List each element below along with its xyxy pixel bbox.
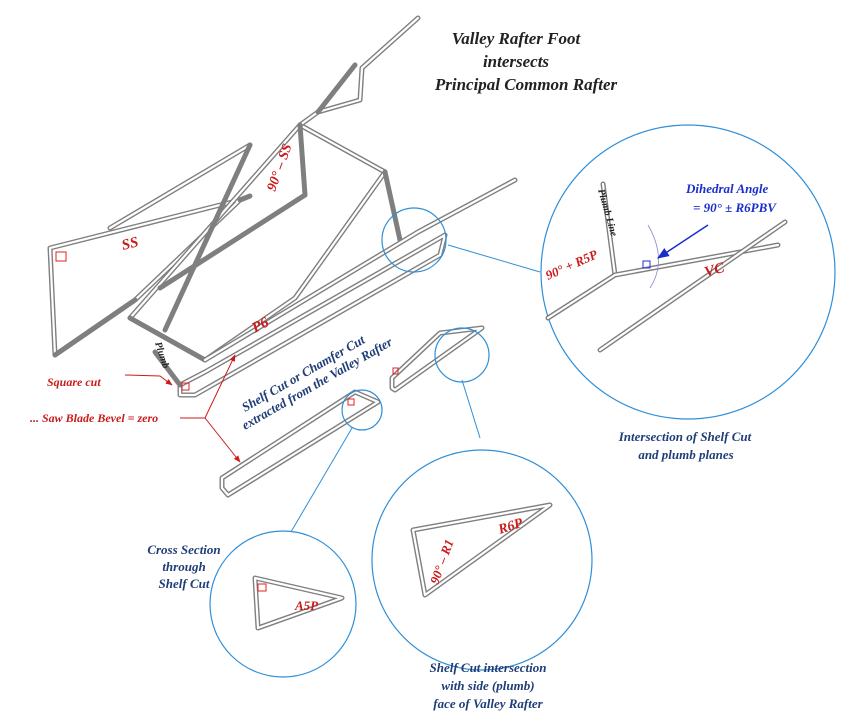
leader-line-dihedral bbox=[447, 244, 541, 273]
callout-small-dihedral bbox=[381, 207, 447, 273]
label-vc: VC bbox=[703, 260, 728, 281]
label-ninety-ss: 90° – SS bbox=[265, 142, 296, 194]
right-angle-mark-dihedral bbox=[642, 260, 651, 269]
label-dihedral-1: Dihedral Angle bbox=[685, 181, 768, 196]
label-intersection-2: and plumb planes bbox=[638, 447, 733, 462]
right-angle-mark-cross-section bbox=[257, 583, 267, 592]
label-ss: SS bbox=[120, 234, 140, 254]
label-square-cut: Square cut bbox=[47, 375, 101, 389]
title-line-1: Valley Rafter Foot bbox=[452, 29, 582, 48]
callout-small-cross-section bbox=[341, 389, 383, 431]
shelf-cut-piece bbox=[389, 325, 485, 393]
label-p6: P6 bbox=[249, 314, 272, 336]
leader-line-shelf-intersection bbox=[461, 379, 481, 439]
label-saw-blade: ... Saw Blade Bevel = zero bbox=[30, 411, 158, 425]
title-line-2: intersects bbox=[483, 52, 549, 71]
left-rafter-panel bbox=[47, 193, 253, 358]
square-cut-arrows bbox=[124, 354, 241, 463]
callout-dihedral-angle bbox=[540, 124, 836, 420]
label-shelf-int-1: Shelf Cut intersection bbox=[429, 660, 546, 675]
right-angle-mark-plumb bbox=[181, 382, 190, 391]
right-angle-mark-ss bbox=[55, 251, 67, 262]
leader-line-cross-section bbox=[287, 427, 353, 538]
callout-cross-section bbox=[209, 530, 357, 678]
title-block: Valley Rafter Foot intersects Principal … bbox=[434, 29, 618, 94]
label-dihedral-2: = 90° ± R6PBV bbox=[693, 200, 777, 215]
shelf-cut-bar bbox=[219, 389, 381, 498]
valley-rafter-foot bbox=[152, 232, 448, 398]
label-intersection-1: Intersection of Shelf Cut bbox=[618, 429, 752, 444]
label-cross-1: Cross Section bbox=[147, 542, 220, 557]
callout-small-shelf-intersection bbox=[434, 327, 490, 383]
title-line-3: Principal Common Rafter bbox=[434, 75, 618, 94]
label-a5p: A5P bbox=[294, 598, 319, 613]
dihedral-arrow bbox=[656, 224, 709, 259]
label-shelf-int-3: face of Valley Rafter bbox=[433, 696, 543, 711]
principal-common-rafter bbox=[107, 15, 518, 363]
callout-shelf-intersection bbox=[371, 449, 593, 671]
label-cross-2: through bbox=[162, 559, 205, 574]
roof-assembly bbox=[47, 15, 518, 498]
label-shelf-int-2: with side (plumb) bbox=[441, 678, 534, 693]
right-angle-mark-bar bbox=[347, 398, 355, 406]
right-angle-mark-piece bbox=[392, 367, 399, 375]
label-cross-3: Shelf Cut bbox=[159, 576, 210, 591]
